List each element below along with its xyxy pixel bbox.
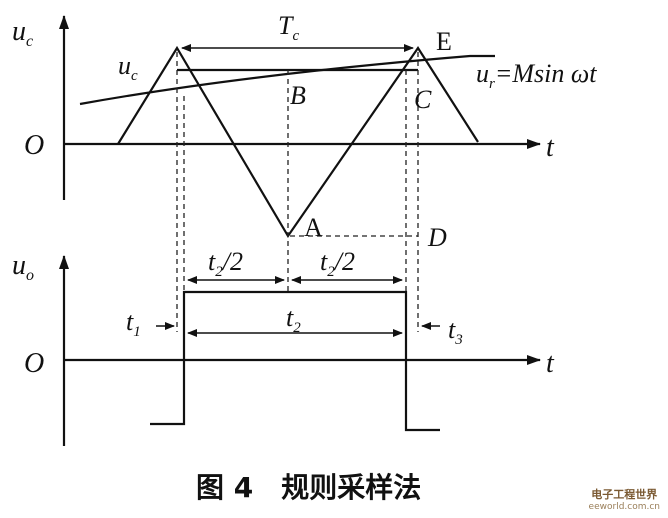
watermark: 电子工程世界 eeworld.com.cn (589, 486, 660, 512)
point-e: E (436, 27, 452, 56)
origin-top: O (24, 130, 44, 161)
t-axis-top-label: t (546, 132, 555, 163)
point-c: C (414, 85, 432, 114)
point-a: A (304, 213, 323, 242)
uc-curve-label: uc (118, 51, 138, 84)
t-axis-bottom-label: t (546, 348, 555, 379)
t3-label: t3 (448, 315, 463, 348)
t2half-right-label: t2/2 (320, 247, 355, 280)
point-b: B (290, 81, 306, 110)
figure-caption: 图 4 规则采样法 (196, 471, 421, 504)
uo-axis-label: uo (12, 250, 34, 284)
t2half-left-label: t2/2 (208, 247, 243, 280)
tc-label: Tc (278, 11, 299, 44)
point-d: D (427, 223, 447, 252)
reference-wave (79, 54, 495, 106)
watermark-title: 电子工程世界 (591, 488, 658, 501)
t1-label: t1 (126, 307, 141, 340)
uc-axis-label: uc (12, 16, 33, 50)
origin-bottom: O (24, 348, 44, 379)
reference-formula: ur=Msin ωt (476, 59, 597, 92)
t2-label: t2 (286, 303, 301, 336)
pwm-pulse (150, 290, 440, 432)
triangle-carrier (117, 45, 479, 239)
watermark-site: eeworld.com.cn (588, 502, 660, 512)
